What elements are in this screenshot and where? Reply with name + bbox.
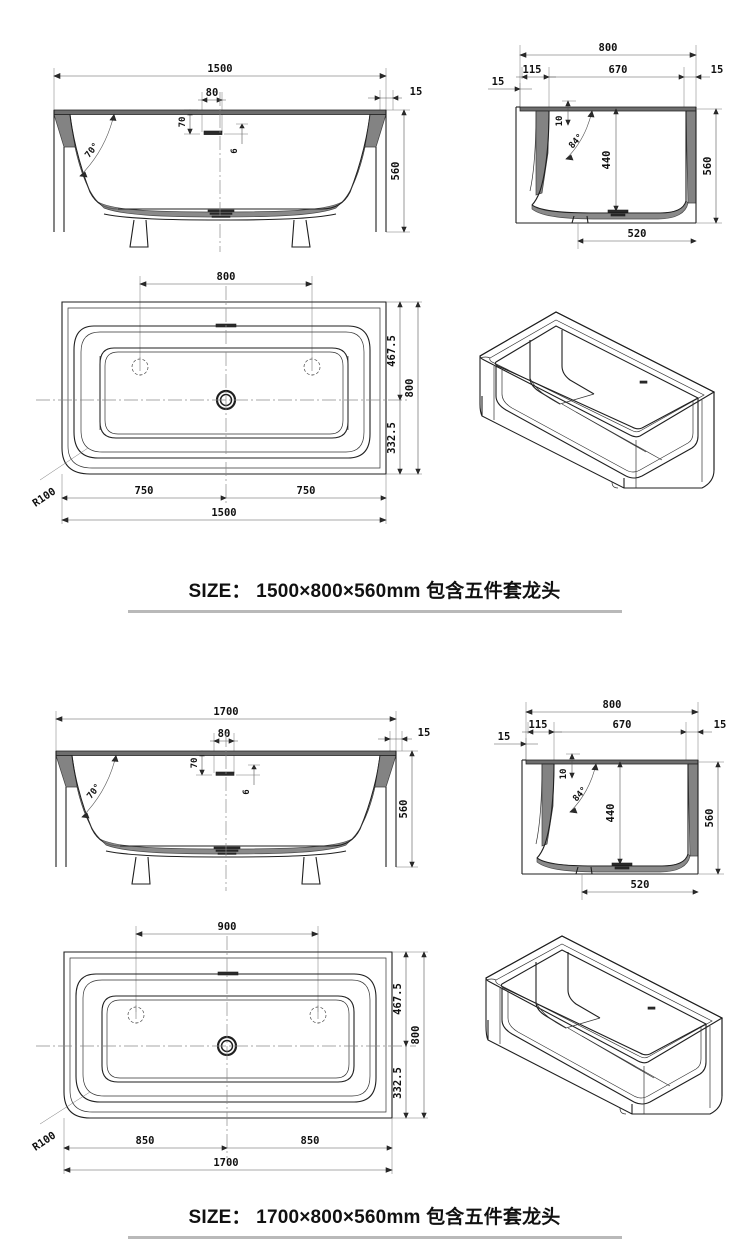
dim-side-overall: 800 bbox=[603, 699, 622, 711]
front-elevation-view-1700: 1700 15 80 70 bbox=[18, 695, 448, 900]
dim-inner-left: 115 bbox=[529, 719, 548, 731]
dim-bottom-width: 520 bbox=[631, 879, 650, 891]
dim-overall-length: 1500 bbox=[207, 63, 232, 75]
side-section-view-1700: 800 115 670 15 15 bbox=[478, 690, 746, 915]
dim-inner-depth: 440 bbox=[605, 804, 617, 823]
isometric-view-1700 bbox=[466, 930, 746, 1145]
plan-view-1500: 800 bbox=[18, 262, 448, 534]
product-block-1700: 1700 15 80 70 bbox=[0, 620, 749, 1241]
faucet-hole-left bbox=[131, 357, 149, 378]
dim-side-left-wall: 15 bbox=[492, 76, 505, 88]
drain-detail bbox=[607, 209, 629, 217]
dim-side-right-wall: 15 bbox=[711, 64, 724, 76]
isometric-view-1500 bbox=[466, 300, 738, 515]
dim-backrest-angle: 84° bbox=[567, 132, 585, 151]
dim-bottom-width: 520 bbox=[628, 228, 647, 240]
drain-detail bbox=[207, 209, 235, 218]
dim-wall-angle: 70° bbox=[83, 141, 101, 160]
caption-divider bbox=[127, 1236, 622, 1239]
dim-inner-span: 670 bbox=[613, 719, 632, 731]
size-caption-1700: SIZE： 1700×800×560mm 包含五件套龙头 bbox=[188, 1207, 561, 1228]
dim-faucet-spacing: 800 bbox=[217, 271, 236, 283]
dim-inner-depth: 440 bbox=[601, 151, 613, 170]
front-elevation-view-1500: 1500 15 80 bbox=[18, 52, 448, 267]
dim-side-left-wall: 15 bbox=[498, 731, 511, 743]
dim-half-right: 750 bbox=[297, 485, 316, 497]
caption-divider bbox=[127, 610, 622, 613]
dim-plan-overall: 1500 bbox=[211, 507, 236, 519]
dim-half-left: 850 bbox=[136, 1135, 155, 1147]
dim-wall-angle: 70° bbox=[85, 782, 103, 801]
size-caption-1500: SIZE： 1500×800×560mm 包含五件套龙头 bbox=[188, 581, 561, 602]
dim-half-left: 750 bbox=[135, 485, 154, 497]
dim-plan-width: 800 bbox=[410, 1026, 422, 1045]
faucet-hole-left bbox=[127, 1005, 145, 1026]
dim-side-height: 560 bbox=[702, 157, 714, 176]
dim-corner-radius: R100 bbox=[30, 485, 58, 509]
dim-plan-overall: 1700 bbox=[213, 1157, 238, 1169]
dim-rim-thickness: 10 bbox=[555, 116, 565, 127]
dim-plan-lower: 332.5 bbox=[386, 422, 398, 454]
dim-faucet-spacing: 900 bbox=[218, 921, 237, 933]
drain-detail bbox=[213, 846, 241, 855]
dim-drain-offset: 70 bbox=[190, 758, 200, 769]
dim-plan-lower: 332.5 bbox=[392, 1067, 404, 1099]
caption-block-1500: SIZE： 1500×800×560mm 包含五件套龙头 bbox=[0, 576, 749, 613]
dim-side-right-wall: 15 bbox=[714, 719, 727, 731]
dim-wall-thickness: 15 bbox=[410, 86, 423, 98]
faucet-hole-right bbox=[309, 1005, 327, 1026]
product-block-1500: 1500 15 80 bbox=[0, 0, 749, 620]
dim-side-overall: 800 bbox=[599, 42, 618, 54]
dim-overall-length: 1700 bbox=[213, 706, 238, 718]
dim-plan-width: 800 bbox=[404, 379, 416, 398]
side-section-view-1500: 800 115 670 15 bbox=[470, 33, 742, 268]
dim-height: 560 bbox=[390, 162, 402, 181]
dim-plan-upper: 467.5 bbox=[386, 335, 398, 367]
dim-height: 560 bbox=[398, 800, 410, 819]
dim-drain-thickness: 6 bbox=[242, 789, 252, 794]
dim-drain-thickness: 6 bbox=[230, 148, 240, 153]
dim-plan-upper: 467.5 bbox=[392, 983, 404, 1015]
dim-half-right: 850 bbox=[301, 1135, 320, 1147]
dim-drain-width: 80 bbox=[218, 728, 231, 740]
dim-inner-left: 115 bbox=[523, 64, 542, 76]
dim-rim-thickness: 10 bbox=[559, 769, 569, 780]
caption-block-1700: SIZE： 1700×800×560mm 包含五件套龙头 bbox=[0, 1202, 749, 1239]
dim-wall-thickness: 15 bbox=[418, 727, 431, 739]
faucet-hole-right bbox=[303, 357, 321, 378]
drain-detail bbox=[611, 862, 633, 870]
dim-inner-span: 670 bbox=[609, 64, 628, 76]
dim-side-height: 560 bbox=[704, 809, 716, 828]
dim-corner-radius: R100 bbox=[30, 1129, 58, 1153]
dim-drain-offset: 70 bbox=[178, 117, 188, 128]
dim-backrest-angle: 84° bbox=[571, 785, 589, 804]
dim-drain-width: 80 bbox=[206, 87, 219, 99]
plan-view-1700: 900 bbox=[18, 912, 448, 1192]
